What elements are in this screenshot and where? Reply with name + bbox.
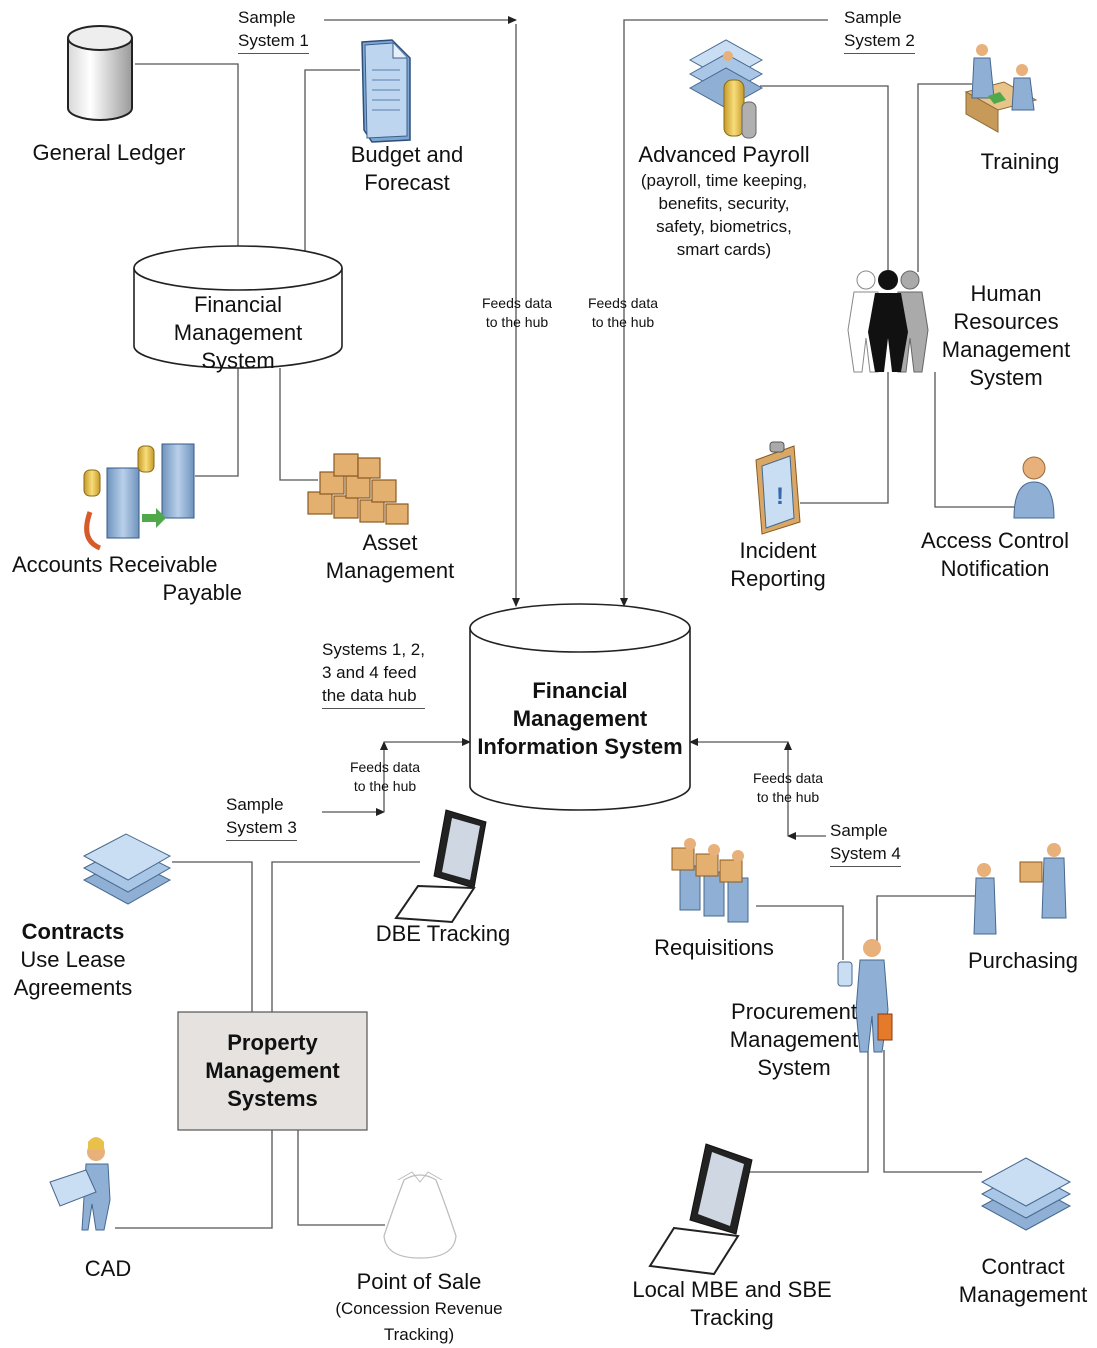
dbe-laptop-icon xyxy=(394,809,487,924)
sample-system-3-label: Sample System 3 xyxy=(226,793,297,841)
mbe-laptop-icon xyxy=(648,1143,753,1276)
dbe-tracking-label: DBE Tracking xyxy=(375,921,511,946)
general-ledger-icon xyxy=(67,25,133,121)
hub-note: Systems 1, 2,3 and 4 feed the data hub xyxy=(322,638,425,709)
training-label: Training xyxy=(980,149,1060,174)
payroll-label: Advanced Payroll (payroll, time keeping,… xyxy=(638,142,810,259)
requisitions-people-icon xyxy=(671,838,749,923)
budget-document-icon xyxy=(361,39,411,143)
pos-label: Point of Sale (Concession Revenue Tracki… xyxy=(335,1269,503,1344)
incident-clipboard-icon: ! xyxy=(755,441,801,535)
svg-text:!: ! xyxy=(776,483,784,510)
purchasing-label: Purchasing xyxy=(967,948,1079,973)
procurement-person-icon xyxy=(837,939,893,1053)
contract-management-papers-icon xyxy=(980,1157,1072,1231)
purchasing-people-icon xyxy=(973,843,1067,935)
fmis-hub-cylinder xyxy=(469,603,691,811)
pms-box xyxy=(177,1011,368,1131)
contracts-papers-icon xyxy=(82,833,172,905)
training-icon xyxy=(964,44,1038,133)
general-ledger-label: General Ledger xyxy=(32,140,186,165)
requisitions-label: Requisitions xyxy=(654,935,774,960)
access-control-user-icon xyxy=(1013,456,1055,519)
hr-people-icon xyxy=(847,270,929,373)
fms-cylinder xyxy=(133,245,343,369)
pos-bag-icon xyxy=(383,1171,457,1259)
accounts-label: Accounts Receivable Payable xyxy=(12,552,242,605)
sample-system-4-label: Sample System 4 xyxy=(830,819,901,867)
sample-system-1-label: Sample System 1 xyxy=(238,6,309,54)
connector-lines xyxy=(115,16,1018,1229)
payroll-icon xyxy=(688,39,764,139)
accounts-safe-icon xyxy=(83,443,195,551)
asset-boxes-icon xyxy=(307,453,409,525)
sample-system-2-label: Sample System 2 xyxy=(844,6,915,54)
cad-label: CAD xyxy=(84,1256,132,1281)
cad-person-icon xyxy=(49,1137,111,1231)
